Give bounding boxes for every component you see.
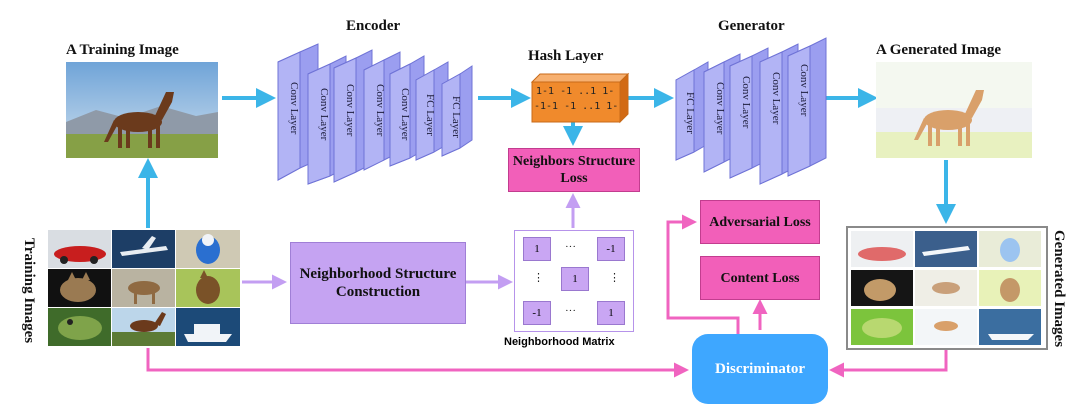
neighbors-structure-loss-box: Neighbors Structure Loss: [508, 148, 640, 192]
matrix-cell-bottom-right: 1: [597, 301, 625, 325]
matrix-vdots-right: ⋮: [609, 272, 620, 284]
adversarial-loss-box: Adversarial Loss: [700, 200, 820, 244]
training-images-label: Training Images: [21, 238, 37, 344]
arrow-generated-to-discriminator: [829, 348, 948, 378]
encoder-layer-1: Conv Layer: [288, 82, 300, 135]
matrix-cell-center: 1: [561, 267, 589, 291]
matrix-vdots-left: ⋮: [533, 272, 544, 284]
generator-layer-2: Conv Layer: [714, 82, 726, 135]
generated-image: [876, 62, 1032, 158]
content-loss-box: Content Loss: [700, 256, 820, 300]
matrix-cell-bottom-left: -1: [523, 301, 551, 325]
encoder-layer-7: FC Layer: [450, 96, 462, 138]
generator-layer-3: Conv Layer: [740, 76, 752, 129]
hash-code-row-2: -1-1 -1 ..1 1-: [534, 101, 619, 112]
generated-image-title: A Generated Image: [876, 42, 1001, 58]
generated-images-grid: [846, 226, 1048, 350]
encoder-layer-5: Conv Layer: [399, 88, 411, 141]
arrow-training-to-discriminator: [146, 348, 689, 378]
training-image: [66, 62, 218, 158]
neighborhood-matrix: 1 ··· -1 ⋮ 1 ⋮ -1 ··· 1: [514, 230, 634, 332]
generator-layer-1: FC Layer: [684, 92, 696, 134]
encoder-layer-2: Conv Layer: [318, 88, 330, 141]
neighborhood-structure-construction-box: Neighborhood Structure Construction: [290, 242, 466, 324]
hash-layer-title: Hash Layer: [528, 48, 604, 64]
generated-images-label: Generated Images: [1051, 230, 1067, 348]
training-images-grid: [48, 230, 240, 346]
matrix-cell-top-left: 1: [523, 237, 551, 261]
matrix-hdots-top: ···: [565, 241, 576, 253]
hash-layer-cube: [530, 72, 630, 124]
training-image-title: A Training Image: [66, 42, 179, 58]
encoder-title: Encoder: [346, 18, 401, 34]
encoder-layer-6: FC Layer: [424, 94, 436, 136]
neighborhood-matrix-caption: Neighborhood Matrix: [504, 336, 615, 348]
generator-layer-4: Conv Layer: [770, 72, 782, 125]
encoder-layer-3: Conv Layer: [344, 84, 356, 137]
matrix-hdots-bottom: ···: [565, 305, 576, 317]
generator-layer-5: Conv Layer: [798, 64, 810, 117]
generator-title: Generator: [718, 18, 785, 34]
encoder-blocks: [277, 43, 473, 185]
hash-code-row-1: 1-1 -1 ..1 1-: [536, 86, 615, 97]
matrix-cell-top-right: -1: [597, 237, 625, 261]
encoder-layer-4: Conv Layer: [374, 84, 386, 137]
arrow-discriminator-to-adversarial-loss: [666, 214, 740, 334]
discriminator-box: Discriminator: [692, 334, 828, 404]
